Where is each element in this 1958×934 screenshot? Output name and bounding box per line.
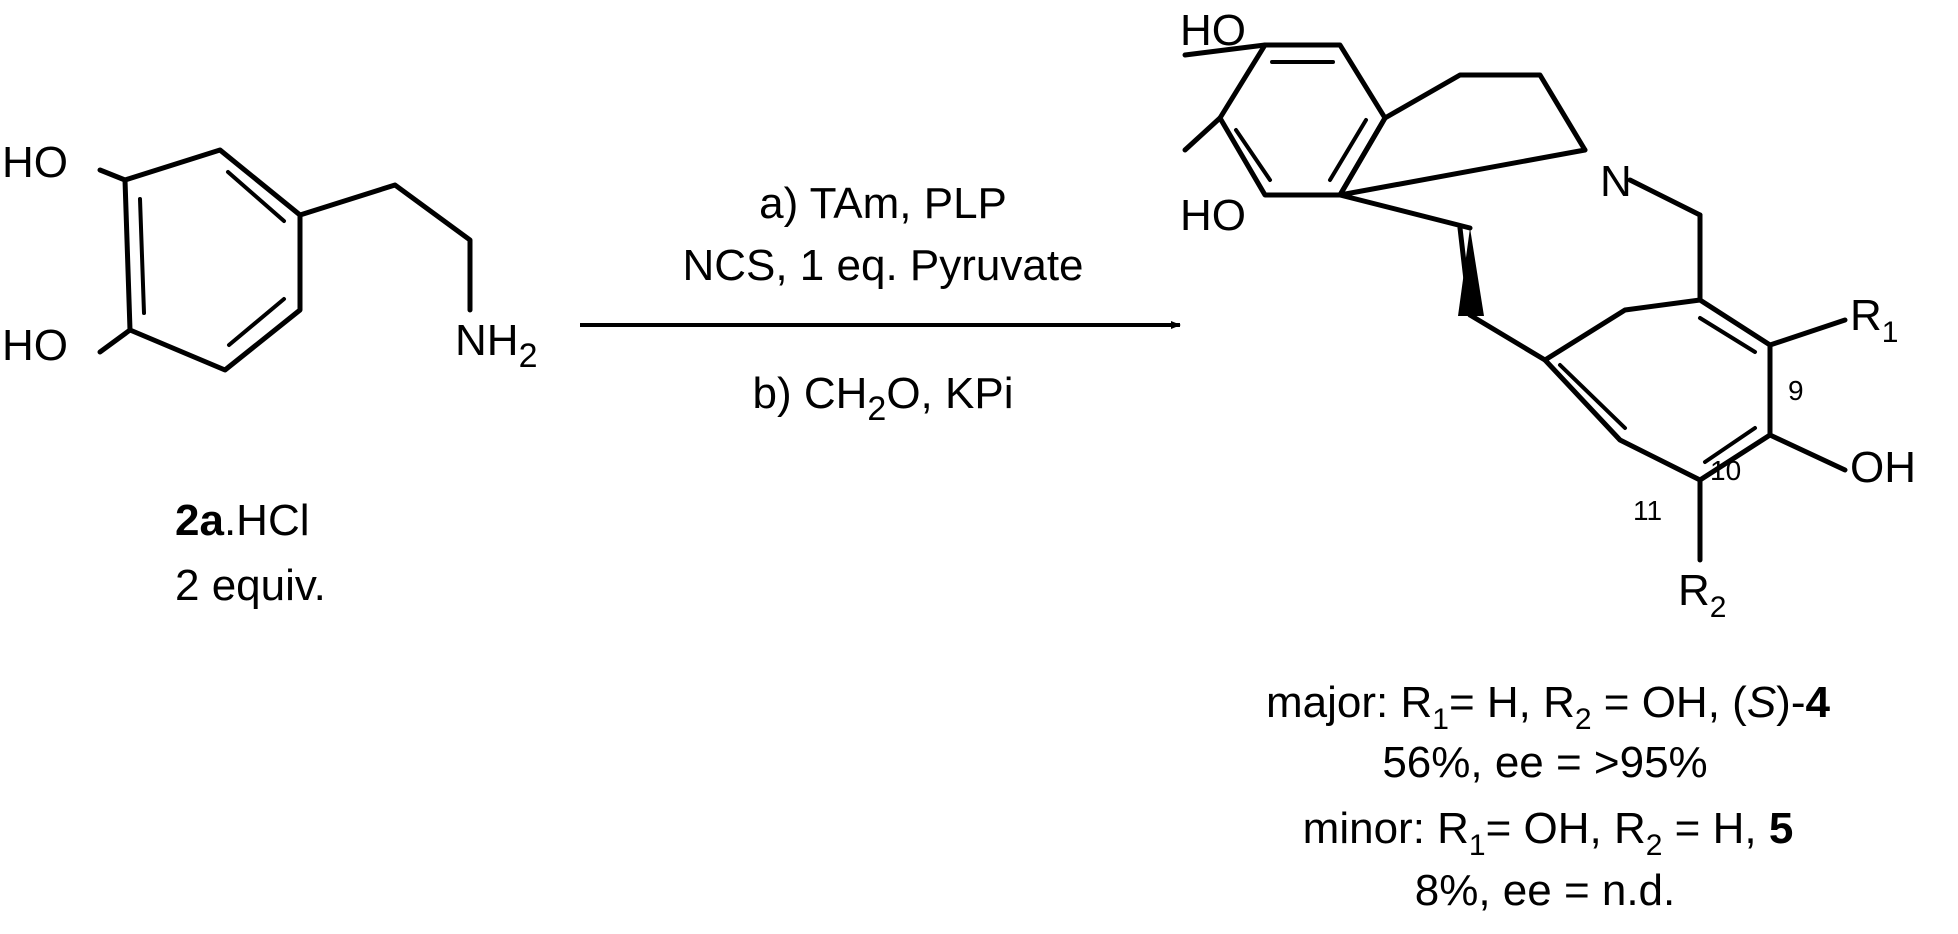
- product-oh: OH: [1850, 443, 1916, 492]
- product-ho-top: HO: [1180, 6, 1246, 55]
- reactant-amine: NH2: [455, 316, 537, 375]
- result-minor-yield: 8%, ee = n.d.: [1415, 866, 1676, 915]
- condition-step-a-reagents: NCS, 1 eq. Pyruvate: [682, 241, 1083, 290]
- result-major-yield: 56%, ee = >95%: [1382, 738, 1707, 787]
- product-r1: R1: [1850, 291, 1898, 349]
- product-structure: HO HO N R1 9 10 OH 11 R2: [1180, 6, 1916, 624]
- reactant-salt: .HCl: [224, 496, 310, 545]
- product-bonds: [1182, 42, 1848, 563]
- reactant-ho-top: HO: [2, 138, 68, 187]
- product-r2: R2: [1678, 566, 1726, 624]
- reactant-bonds: [97, 147, 473, 373]
- reactant-compound-id: 2a: [175, 496, 224, 545]
- condition-step-b: b) CH2O, KPi: [753, 369, 1014, 428]
- reactant-ho-bottom: HO: [2, 321, 68, 370]
- position-11: 11: [1633, 495, 1662, 526]
- reactant-label: 2a.HCl: [175, 496, 310, 545]
- condition-step-a: a) TAm, PLP: [759, 179, 1007, 228]
- product-n-atom: N: [1600, 157, 1632, 206]
- stereo-wedge: [1458, 228, 1484, 316]
- result-major: major: R1= H, R2 = OH, (S)-4: [1266, 678, 1830, 736]
- reactant-structure: HO HO NH2 2a.HCl 2 equiv.: [2, 138, 537, 610]
- results: major: R1= H, R2 = OH, (S)-4 56%, ee = >…: [1266, 678, 1830, 915]
- reactant-equiv: 2 equiv.: [175, 561, 326, 610]
- reaction-arrow-group: a) TAm, PLP NCS, 1 eq. Pyruvate b) CH2O,…: [580, 179, 1181, 428]
- position-9: 9: [1788, 375, 1804, 406]
- result-minor: minor: R1= OH, R2 = H, 5: [1303, 804, 1794, 862]
- product-ho-bottom: HO: [1180, 191, 1246, 240]
- position-10: 10: [1710, 455, 1741, 486]
